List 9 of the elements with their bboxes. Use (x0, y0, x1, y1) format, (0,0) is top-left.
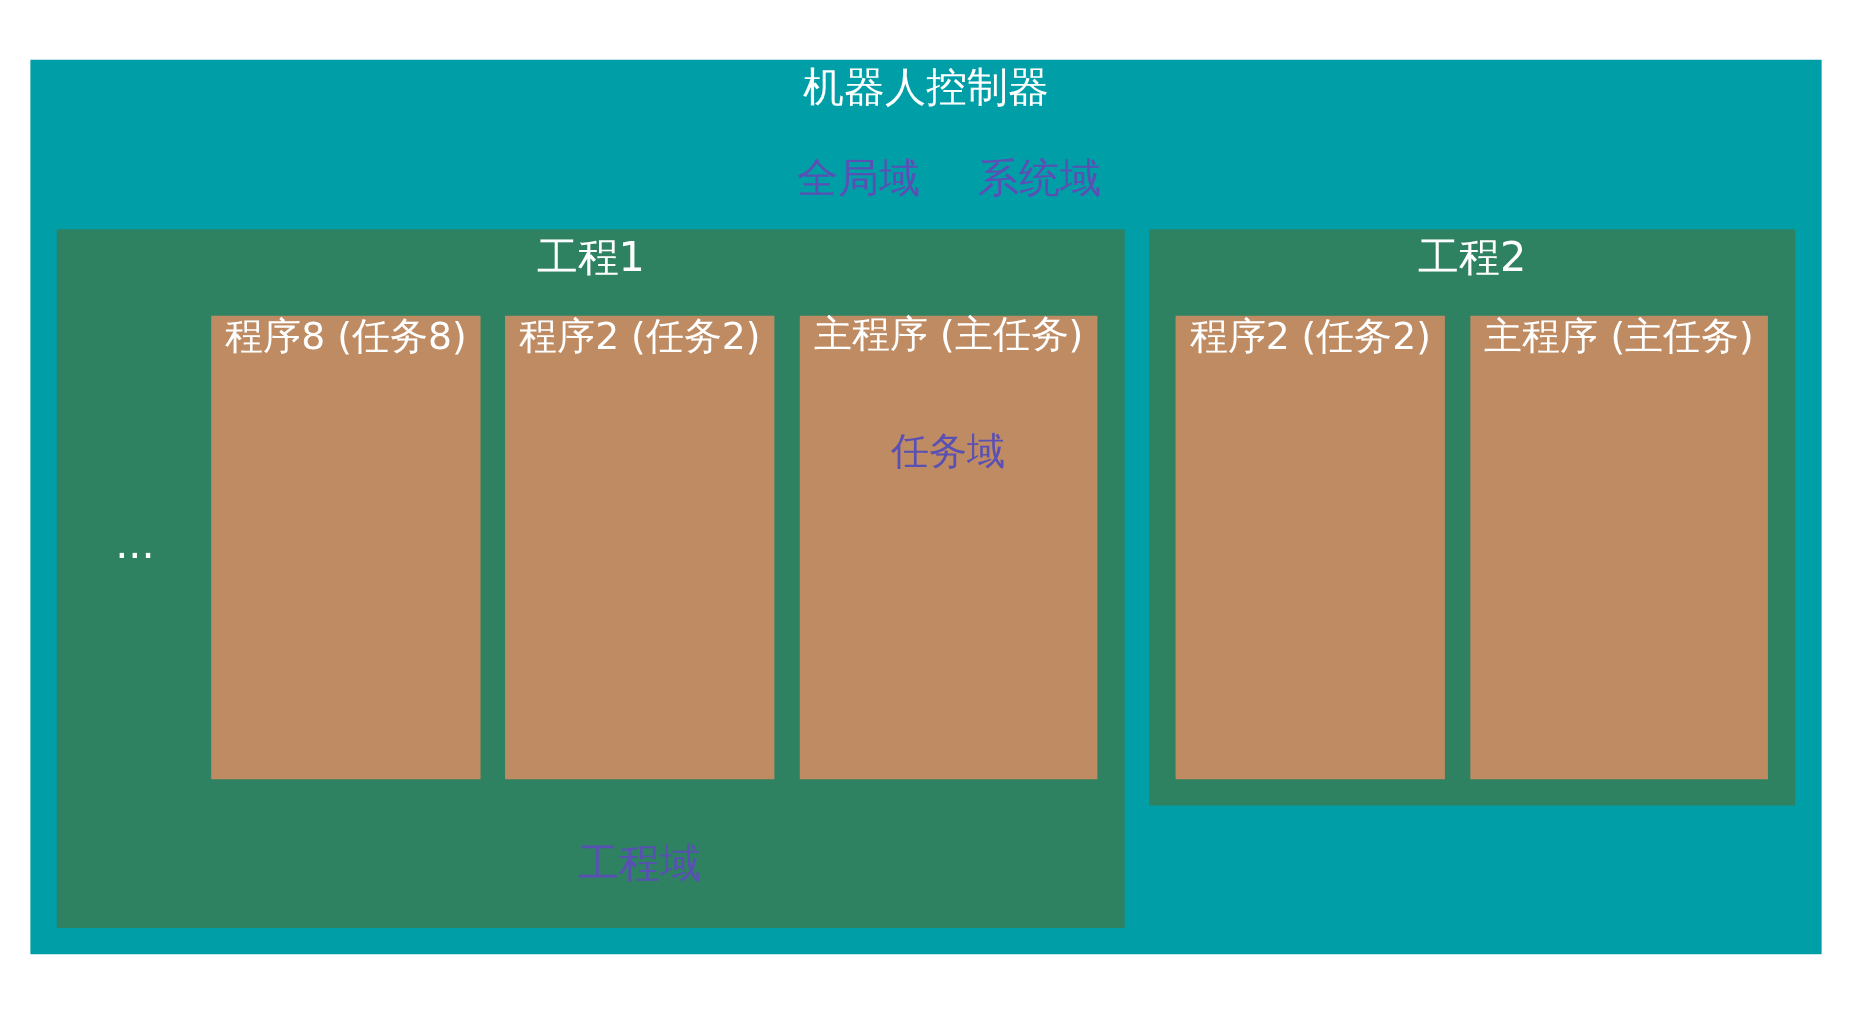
label: ... (115, 519, 155, 568)
label: 全局域 (796, 153, 920, 202)
node-box: 主程序 (主任务) (1470, 315, 1768, 779)
label: 系统域 (977, 153, 1101, 202)
node-box: 程序8 (任务8) (211, 315, 481, 779)
label: 工程域 (578, 838, 702, 887)
node-box: 主程序 (主任务) 任务域 (799, 315, 1098, 779)
node-box: 程序2 (任务2) (1175, 315, 1445, 779)
node-box: 程序2 (任务2) (505, 315, 775, 779)
